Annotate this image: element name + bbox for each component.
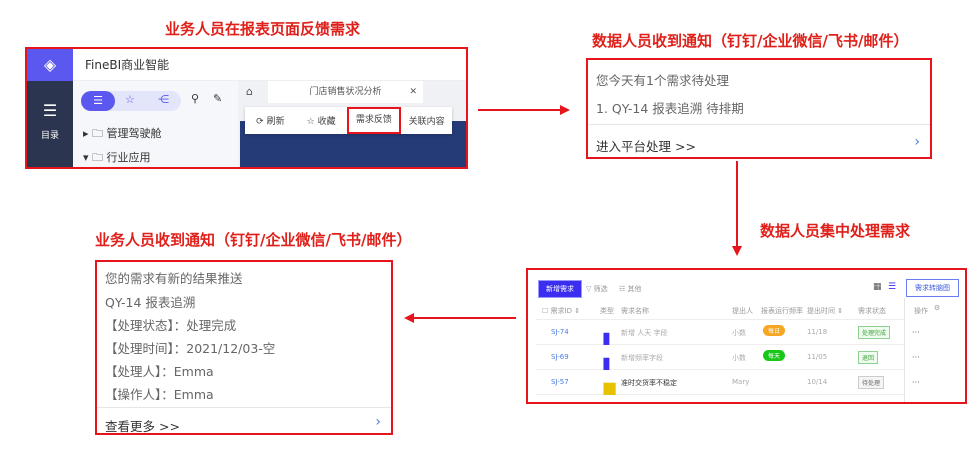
col-header: 类型 [600, 307, 614, 315]
demand-name: 准时交货率不稳定 [621, 379, 677, 387]
sidebar: ☰ 目录 [27, 81, 73, 167]
more-actions-icon[interactable]: ··· [912, 353, 920, 362]
app-name: FineBI商业智能 [73, 49, 466, 81]
enter-platform-link[interactable]: 进入平台处理 >> [596, 139, 696, 154]
notice-line: 【处理时间】：2021/12/03-空 [105, 341, 276, 356]
view-more-link[interactable]: 查看更多 >> [105, 419, 180, 434]
status-badge: 退回 [858, 351, 879, 364]
report-toolbar: ⟳ 刷新 ☆ 收藏 需求反馈 关联内容 [245, 107, 452, 134]
arrow-right [478, 105, 570, 115]
demand-id[interactable]: SJ-57 [551, 378, 569, 386]
col-header: 操作 [914, 307, 928, 315]
col-header[interactable]: ☐ 需求ID ⇕ [542, 307, 581, 315]
logo-icon: ◈ [27, 49, 73, 81]
report-tab[interactable]: 门店销售状况分析✕ [268, 81, 423, 103]
business-staff-notification: 您的需求有新的结果推送 QY-14 报表追溯 【处理状态】：处理完成 【处理时间… [95, 260, 393, 435]
col-header: 报表运行频率 [761, 307, 803, 315]
demand-id[interactable]: SJ-74 [551, 328, 569, 336]
chevron-right-icon[interactable]: › [375, 414, 381, 430]
other-button[interactable]: ☷ 其他 [619, 285, 642, 293]
demand-name: 新增频率字段 [621, 354, 663, 362]
step3-title: 数据人员集中处理需求 [760, 222, 911, 240]
more-actions-icon[interactable]: ··· [912, 328, 920, 337]
arrow-left [404, 313, 516, 323]
doc-type-icon: ▮ [602, 328, 611, 347]
share-tab-icon[interactable]: ⋲ [158, 93, 169, 106]
frequency-pill: 每日 [763, 325, 786, 336]
table-row[interactable]: SJ-69 ▮ 新增频率字段 小数 每天 11/05 退回 ··· [536, 345, 920, 372]
home-icon[interactable]: ⌂ [246, 85, 253, 98]
feedback-button[interactable]: 需求反馈 [346, 107, 402, 134]
doc-type-icon: ▮ [602, 353, 611, 372]
new-demand-button[interactable]: 新增需求 [538, 280, 582, 298]
table-row[interactable]: SJ-74 ▮ 新增 人天 字段 小数 每日 11/18 处理完成 ··· [536, 320, 920, 347]
settings-icon[interactable]: ⚙ [934, 304, 941, 312]
directory-tree: ☰ ☆ ⋲ ⚲ ✎ ▸ 🗀 管理驾驶舱 ▾ 🗀 行业应用 [73, 81, 238, 167]
step2-title: 数据人员收到通知（钉钉/企业微信/飞书/邮件） [592, 32, 909, 50]
refresh-button[interactable]: ⟳ 刷新 [256, 117, 285, 127]
notice-line: 您今天有1个需求待处理 [596, 73, 729, 88]
step1-title: 业务人员在报表页面反馈需求 [165, 20, 361, 38]
notice-line: 您的需求有新的结果推送 [105, 271, 243, 286]
tree-item[interactable]: ▸ 🗀 管理驾驶舱 [83, 127, 162, 140]
sidebar-label[interactable]: 目录 [40, 131, 59, 141]
report-page-screenshot: ◈ ☰ 目录 FineBI商业智能 ☰ ☆ ⋲ ⚲ ✎ ▸ 🗀 管理驾驶舱 ▾ … [25, 47, 468, 169]
col-header: 需求名称 [621, 307, 649, 315]
arrow-down [732, 161, 742, 256]
status-badge: 待处理 [858, 376, 885, 389]
list-tab-icon[interactable]: ☰ [81, 91, 115, 111]
list-view-icon[interactable]: ☰ [888, 282, 897, 292]
demand-platform-screenshot: 新增需求 ▽ 筛选 ☷ 其他 ▦ ☰ 需求转脑图 ☐ 需求ID ⇕ 类型 需求名… [526, 268, 967, 404]
demand-name: 新增 人天 字段 [621, 329, 668, 337]
grid-view-icon[interactable]: ▦ [873, 282, 882, 292]
notice-line: 【处理人】：Emma [105, 364, 214, 379]
data-staff-notification: 您今天有1个需求待处理 1. QY-14 报表追溯 待排期 进入平台处理 >> … [586, 58, 932, 159]
demand-id[interactable]: SJ-69 [551, 353, 569, 361]
list-icon: ☰ [42, 101, 58, 120]
tree-item[interactable]: ▾ 🗀 行业应用 [83, 151, 151, 164]
col-header: 需求状态 [858, 307, 886, 315]
submitter: 小数 [732, 329, 746, 337]
submit-date: 11/18 [807, 328, 828, 336]
notice-line: 【处理状态】：处理完成 [105, 318, 237, 333]
task-type-icon: ■ [602, 378, 618, 397]
notice-line: 1. QY-14 报表追溯 待排期 [596, 101, 744, 116]
submitter: Mary [732, 378, 750, 386]
close-icon: ✕ [409, 87, 417, 97]
related-content-button[interactable]: 关联内容 [408, 117, 445, 127]
step4-title: 业务人员收到通知（钉钉/企业微信/飞书/邮件） [95, 231, 412, 249]
submitter: 小数 [732, 354, 746, 362]
star-tab-icon[interactable]: ☆ [125, 93, 135, 106]
submit-date: 11/05 [807, 353, 828, 361]
search-icon[interactable]: ⚲ [191, 92, 200, 105]
table-row[interactable]: SJ-57 ■ 准时交货率不稳定 Mary 10/14 待处理 ··· [536, 370, 920, 397]
col-header[interactable]: 提出时间 ⇕ [807, 307, 844, 315]
col-header: 提出人 [732, 307, 753, 315]
frequency-pill: 每天 [763, 350, 786, 361]
filter-button[interactable]: ▽ 筛选 [586, 285, 608, 293]
more-actions-icon[interactable]: ··· [912, 378, 920, 387]
notice-line: QY-14 报表追溯 [105, 295, 196, 310]
report-area: ⌂ 门店销售状况分析✕ ⟳ 刷新 ☆ 收藏 需求反馈 关联内容 [238, 81, 466, 167]
pin-icon[interactable]: ✎ [213, 92, 223, 105]
favorite-button[interactable]: ☆ 收藏 [306, 117, 336, 127]
mindmap-button[interactable]: 需求转脑图 [906, 279, 959, 297]
status-badge: 处理完成 [858, 326, 891, 339]
chevron-right-icon[interactable]: › [914, 134, 920, 150]
submit-date: 10/14 [807, 378, 828, 386]
notice-line: 【操作人】：Emma [105, 387, 214, 402]
